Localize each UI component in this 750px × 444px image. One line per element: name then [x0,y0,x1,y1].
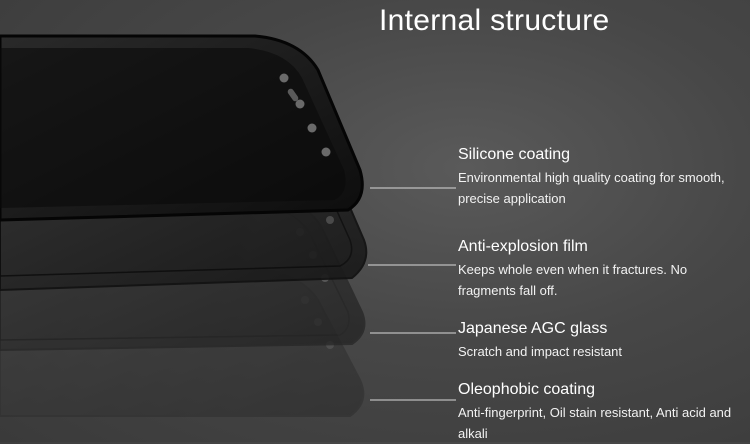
layer-name: Anti-explosion film [458,238,588,255]
layer-description: Anti-fingerprint, Oil stain resistant, A… [458,405,732,441]
label-silicone-coating: Silicone coating Environmental high qual… [458,145,743,209]
label-agc-glass: Japanese AGC glass Scratch and impact re… [458,319,743,362]
layer-description: Keeps whole even when it fractures. No f… [458,262,688,298]
label-anti-explosion-film: Anti-explosion film Keeps whole even whe… [458,237,743,301]
layer-name: Japanese AGC glass [458,320,608,337]
layer-silicone-coating [0,34,364,222]
layer-description: Environmental high quality coating for s… [458,170,725,206]
page-title: Internal structure [379,4,610,37]
layer-description: Scratch and impact resistant [458,344,623,359]
layer-name: Oleophobic coating [458,381,595,398]
layer-name: Silicone coating [458,146,571,163]
label-oleophobic-coating: Oleophobic coating Anti-fingerprint, Oil… [458,380,743,444]
